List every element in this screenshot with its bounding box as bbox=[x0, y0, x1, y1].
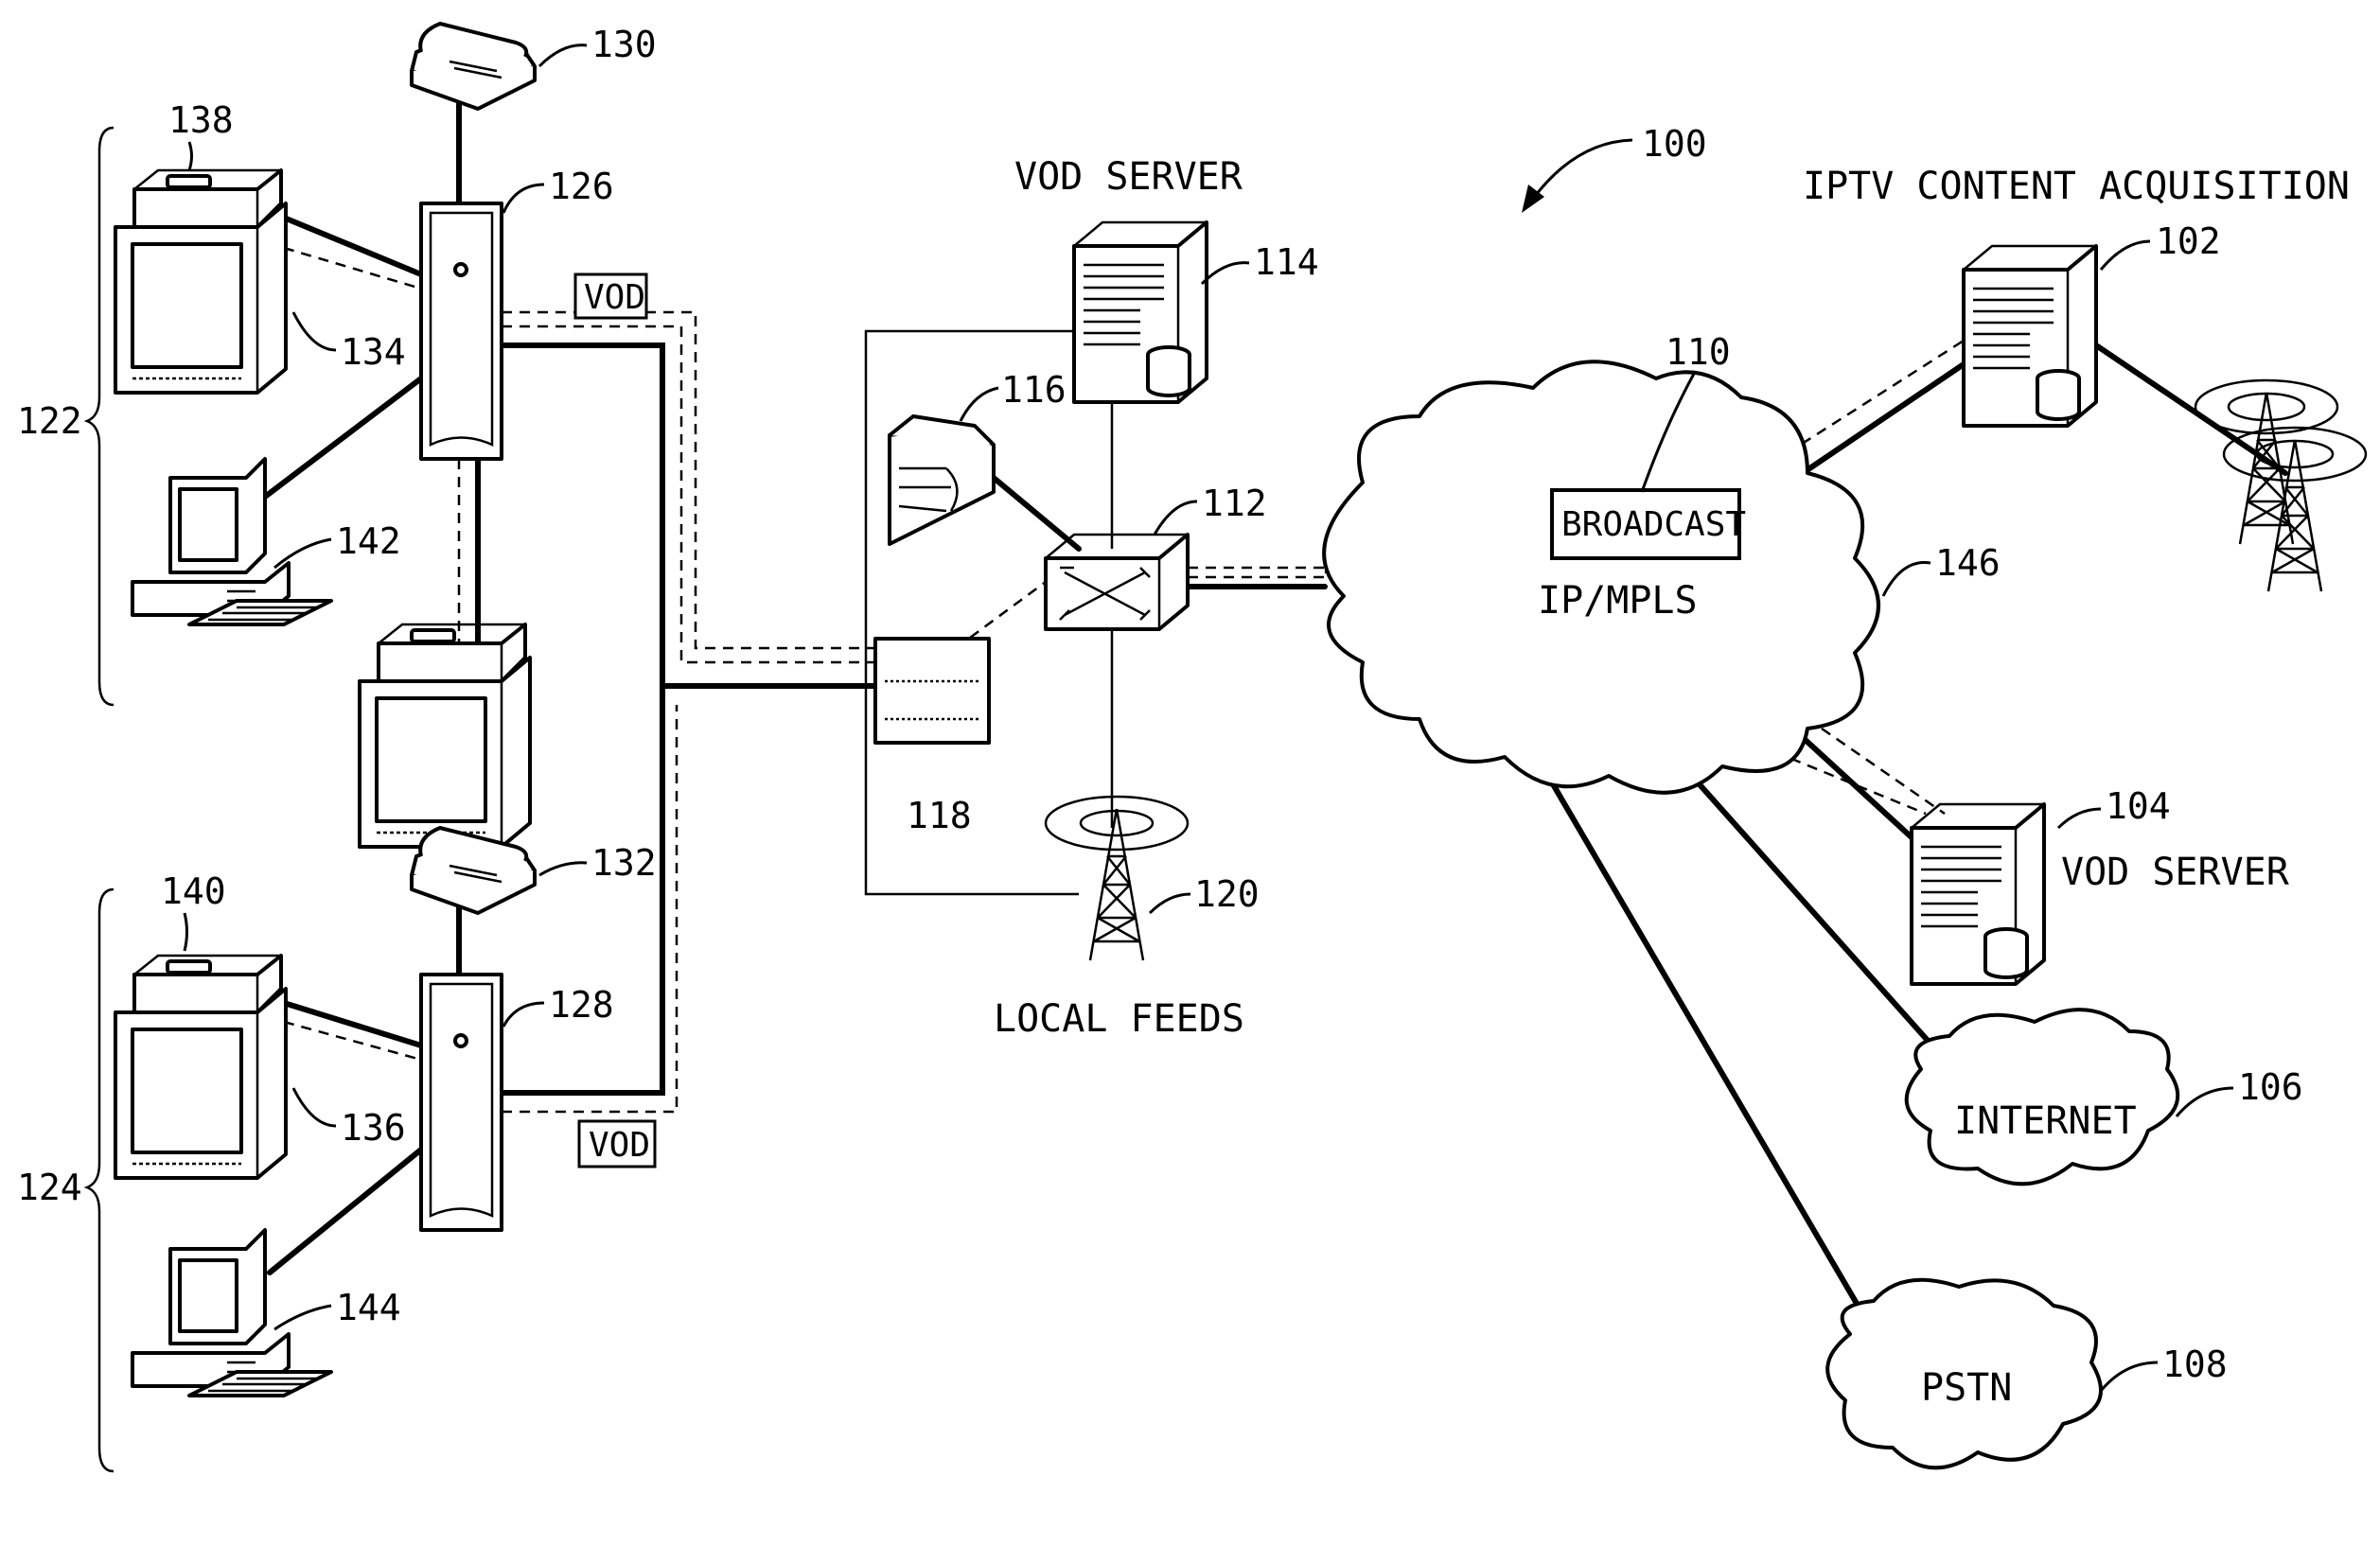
local-feeds-tower-120 bbox=[1046, 797, 1188, 960]
gateway-126 bbox=[421, 203, 502, 459]
label-130: 130 bbox=[591, 24, 657, 65]
internet-cloud-106 bbox=[1907, 1010, 2178, 1184]
pstn-label: PSTN bbox=[1921, 1366, 2012, 1410]
internet-label: INTERNET bbox=[1954, 1099, 2137, 1143]
label-120: 120 bbox=[1194, 873, 1260, 915]
dash-vod-top-1 bbox=[502, 326, 875, 662]
broadcast-label: BROADCAST bbox=[1561, 505, 1746, 544]
bracket-122 bbox=[87, 128, 114, 705]
gateway-128 bbox=[421, 975, 502, 1230]
vod-server-top-label: VOD SERVER bbox=[1014, 155, 1243, 199]
label-138: 138 bbox=[168, 99, 234, 141]
label-146: 146 bbox=[1935, 542, 2001, 584]
pc-142 bbox=[132, 459, 331, 624]
link-tv140-gateway128 bbox=[284, 1003, 421, 1045]
bracket-124 bbox=[87, 889, 114, 1471]
label-108: 108 bbox=[2162, 1344, 2228, 1385]
label-136: 136 bbox=[341, 1107, 406, 1149]
link-tv138-gateway126 bbox=[284, 218, 421, 274]
switch-112 bbox=[1046, 535, 1188, 629]
vod-server-right-label: VOD SERVER bbox=[2061, 851, 2290, 894]
label-126: 126 bbox=[549, 166, 614, 207]
label-112: 112 bbox=[1202, 483, 1267, 524]
pc-144 bbox=[132, 1230, 331, 1396]
link-pc142-gateway126 bbox=[265, 378, 421, 497]
label-104: 104 bbox=[2106, 785, 2171, 827]
local-feeds-label: LOCAL FEEDS bbox=[994, 997, 1244, 1041]
set-top-tv-138 bbox=[115, 170, 286, 393]
figure-ref-100: 100 bbox=[1642, 123, 1707, 165]
ip-mpls-label: IP/MPLS bbox=[1538, 579, 1698, 623]
link-pc144-gateway128 bbox=[270, 1150, 421, 1273]
label-114: 114 bbox=[1254, 241, 1319, 283]
satellite-towers bbox=[2195, 380, 2366, 591]
iptv-server-102 bbox=[1964, 246, 2096, 426]
label-140: 140 bbox=[161, 870, 226, 912]
ip-mpls-cloud-146 bbox=[1324, 361, 1878, 793]
label-142: 142 bbox=[336, 520, 401, 562]
set-top-tv-lower-126 bbox=[360, 624, 530, 847]
label-132: 132 bbox=[591, 842, 657, 884]
label-122: 122 bbox=[17, 400, 82, 442]
link-cloud-vod104 bbox=[1798, 733, 1912, 837]
vod-server-104 bbox=[1912, 804, 2044, 984]
phone-130 bbox=[412, 24, 535, 109]
vod-box-top-label: VOD bbox=[584, 278, 645, 317]
label-134: 134 bbox=[341, 331, 406, 373]
set-top-tv-140 bbox=[115, 956, 286, 1178]
label-116: 116 bbox=[1001, 369, 1067, 411]
label-128: 128 bbox=[549, 984, 614, 1026]
link-box116-switch bbox=[994, 478, 1079, 549]
device-116 bbox=[890, 416, 994, 544]
label-124: 124 bbox=[17, 1167, 82, 1208]
link-cloud-pstn bbox=[1543, 766, 1869, 1325]
vod-server-114 bbox=[1074, 222, 1207, 402]
label-144: 144 bbox=[336, 1287, 401, 1328]
link-cloud-iptv102 bbox=[1803, 364, 1964, 473]
iptv-content-label: IPTV CONTENT ACQUISITION bbox=[1803, 165, 2350, 208]
link-cloud-internet bbox=[1675, 757, 1945, 1060]
phone-132 bbox=[412, 828, 535, 913]
dslam-118 bbox=[875, 639, 989, 743]
label-110: 110 bbox=[1666, 331, 1731, 373]
label-118: 118 bbox=[907, 795, 972, 836]
vod-box-bottom-label: VOD bbox=[589, 1126, 650, 1165]
label-102: 102 bbox=[2156, 220, 2221, 262]
dash-vod-top-2 bbox=[502, 312, 875, 648]
label-106: 106 bbox=[2238, 1066, 2303, 1108]
figure-ref-arrow bbox=[1533, 140, 1632, 199]
